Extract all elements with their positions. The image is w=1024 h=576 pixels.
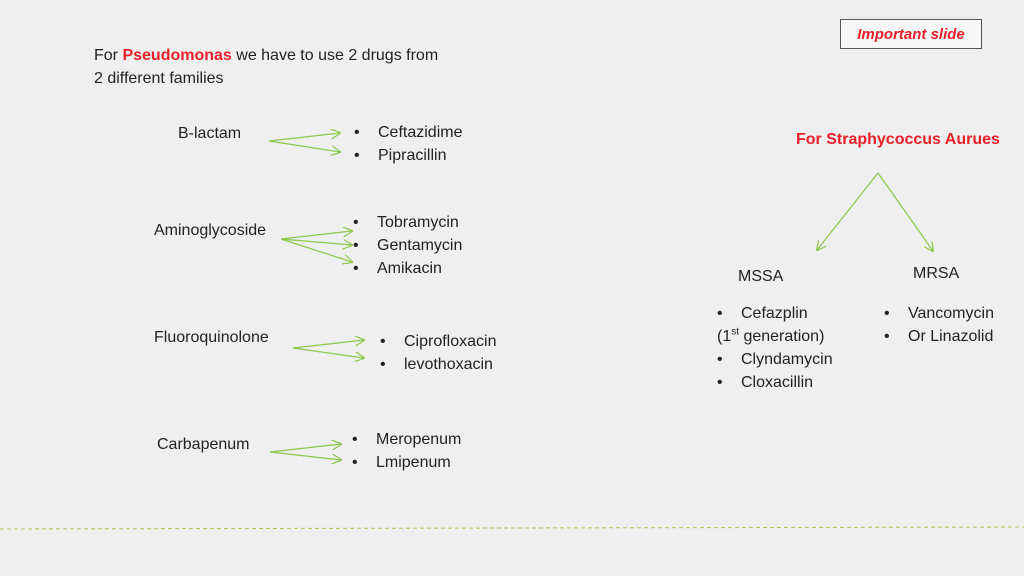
arrow-mrsa: [877, 172, 933, 251]
intro-suffix: we have to use 2 drugs from: [231, 47, 439, 64]
arrow-amino-1: [280, 231, 352, 240]
list-item: •Or Linazolid: [884, 328, 994, 345]
list-item: •Ciprofloxacin: [380, 333, 497, 350]
drug-list-blactam: •Ceftazidime •Pipracillin: [354, 121, 462, 167]
list-item: •Tobramycin: [353, 214, 459, 231]
list-item: •Cefazplin: [717, 305, 808, 322]
mssa-drug-list: •Cefazplin (1st generation) •Clyndamycin…: [717, 302, 833, 394]
intro-text: For Pseudomonas we have to use 2 drugs f…: [94, 44, 438, 90]
arrow-carba-1: [269, 444, 341, 453]
drug-list-carbapenum: •Meropenum •Lmipenum: [352, 428, 461, 474]
staph-title: For Straphycoccus Aurues: [796, 131, 1000, 148]
list-item: •Amikacin: [353, 260, 442, 277]
arrow-carba-2: [269, 451, 341, 460]
arrow-blactam-2: [268, 140, 340, 152]
family-fluoroquinolone: Fluoroquinolone: [154, 329, 269, 346]
important-slide-badge: Important slide: [840, 19, 982, 49]
intro-line-1: For Pseudomonas we have to use 2 drugs f…: [94, 44, 438, 67]
list-item-note: (1st generation): [717, 326, 825, 345]
list-item: •Lmipenum: [352, 454, 451, 471]
list-item: •Vancomycin: [884, 305, 994, 322]
family-aminoglycoside: Aminoglycoside: [154, 222, 267, 239]
arrow-amino-2: [280, 238, 352, 245]
list-item: •Cloxacillin: [717, 374, 814, 391]
drug-list-fluoroquinolone: •Ciprofloxacin •levothoxacin: [380, 330, 496, 376]
list-item: •Clyndamycin: [717, 351, 833, 368]
list-item: •Ceftazidime: [354, 124, 463, 141]
arrow-blactam-1: [268, 133, 340, 142]
arrow-amino-3: [280, 238, 352, 262]
list-item: •Gentamycin: [353, 237, 463, 254]
family-carbapenum: Carbapenum: [157, 436, 250, 453]
arrow-fluoro-2: [292, 347, 364, 358]
mssa-label: MSSA: [738, 268, 784, 285]
arrow-mssa: [817, 172, 879, 250]
drug-list-aminoglycoside: •Tobramycin •Gentamycin •Amikacin: [353, 211, 462, 280]
pseudomonas-highlight: Pseudomonas: [122, 47, 232, 64]
footer-divider: [0, 526, 1024, 530]
intro-line-2: 2 different families: [94, 70, 224, 87]
mrsa-label: MRSA: [913, 265, 960, 282]
mrsa-drug-list: •Vancomycin •Or Linazolid: [884, 302, 994, 348]
list-item: •levothoxacin: [380, 356, 493, 373]
intro-prefix: For: [94, 47, 123, 64]
arrow-fluoro-1: [292, 340, 364, 349]
list-item: •Pipracillin: [354, 147, 447, 164]
list-item: •Meropenum: [352, 431, 462, 448]
family-blactam: B-lactam: [178, 125, 242, 142]
